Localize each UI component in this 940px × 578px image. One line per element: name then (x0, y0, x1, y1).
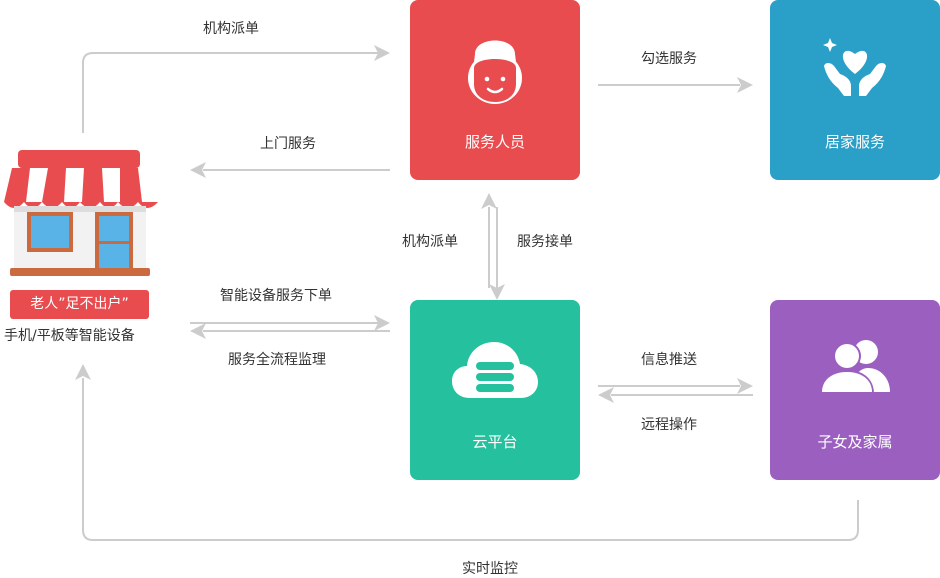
edge-dispatch-top (82, 52, 378, 133)
arrowhead (190, 162, 206, 178)
label-select-service: 勾选服务 (641, 51, 697, 67)
arrowhead (374, 315, 390, 331)
hands-heart-icon (823, 38, 886, 96)
arrowhead (489, 284, 505, 300)
nurse-icon (468, 40, 522, 104)
node-family: 子女及家属 (770, 300, 940, 480)
label-accept-order: 服务接单 (517, 234, 573, 250)
arrowhead (374, 45, 390, 61)
label-realtime-monitor: 实时监控 (462, 561, 518, 577)
node-cloud-label: 云平台 (472, 433, 518, 451)
node-cloud: 云平台 (410, 300, 580, 480)
arrowhead (737, 378, 753, 394)
label-remote-op: 远程操作 (641, 417, 697, 433)
label-dispatch-top: 机构派单 (203, 21, 259, 37)
label-full-supervision: 服务全流程监理 (228, 352, 326, 368)
node-staff-label: 服务人员 (464, 133, 525, 151)
label-device-order: 智能设备服务下单 (220, 288, 332, 304)
arrowhead (190, 323, 206, 339)
users-icon (820, 340, 890, 394)
node-staff: 服务人员 (410, 0, 580, 180)
label-dispatch-mid: 机构派单 (402, 234, 458, 250)
device-label: 手机/平板等智能设备 (4, 328, 135, 344)
arrowhead (598, 387, 614, 403)
label-info-push: 信息推送 (641, 352, 697, 368)
arrowhead (481, 193, 497, 209)
arrowhead (75, 364, 91, 380)
arrowhead (737, 77, 753, 93)
node-home: 居家服务 (770, 0, 940, 180)
cloud-server-icon (452, 342, 538, 398)
node-family-label: 子女及家属 (817, 433, 893, 451)
node-home-label: 居家服务 (824, 133, 885, 151)
label-door-service: 上门服务 (260, 136, 316, 152)
elderly-badge: 老人”足不出户” (10, 290, 149, 319)
edge-realtime-monitor (82, 378, 859, 541)
storefront-icon (4, 150, 158, 276)
